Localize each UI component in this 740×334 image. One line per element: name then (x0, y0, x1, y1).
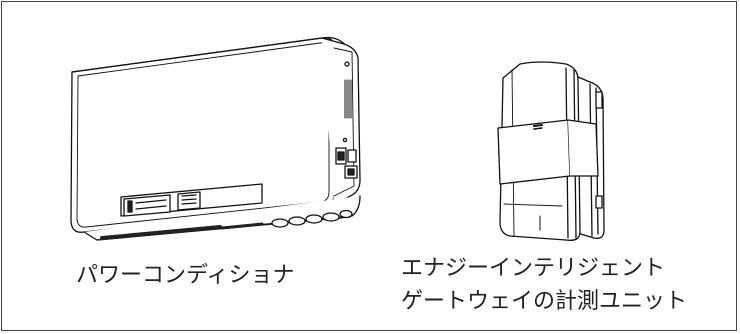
gateway-measurement-unit-illustration (497, 61, 605, 241)
power-conditioner-caption: パワーコンディショナ (76, 263, 295, 288)
power-conditioner-illustration (70, 36, 361, 241)
gateway-caption-line-2: ゲートウェイの計測ユニット (401, 289, 688, 314)
gateway-caption-line-1: エナジーインテリジェント (401, 256, 666, 281)
